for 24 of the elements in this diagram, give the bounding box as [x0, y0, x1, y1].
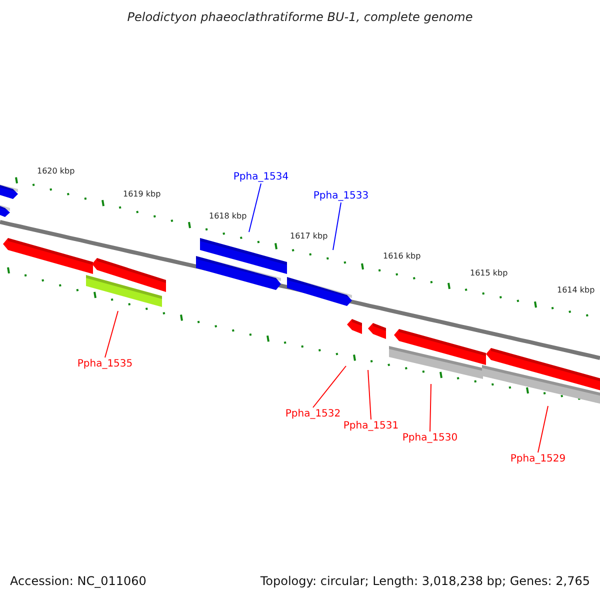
- scale-label: 1620 kbp: [37, 166, 75, 176]
- scale-label: 1616 kbp: [383, 252, 421, 260]
- scale-label: 1617 kbp: [290, 232, 328, 240]
- leader-line: [332, 202, 342, 250]
- scale-label: 1619 kbp: [123, 190, 161, 198]
- scale-label: 1614 kbp: [557, 286, 595, 294]
- gene-label: Ppha_1530: [402, 432, 458, 444]
- leader-line: [104, 310, 118, 358]
- gene-label: Ppha_1535: [77, 358, 133, 370]
- accession-text: Accession: NC_011060: [10, 574, 146, 588]
- leader-line: [248, 183, 262, 232]
- leader-line: [312, 366, 346, 408]
- scale-label: 1618 kbp: [209, 212, 247, 220]
- gene-label: Ppha_1529: [510, 454, 566, 464]
- gene-label: Ppha_1534: [233, 172, 289, 182]
- genome-info-text: Topology: circular; Length: 3,018,238 bp; Genes: 2,765: [260, 574, 590, 588]
- title: Pelodictyon phaeoclathratiforme BU-1, complete genome: [126, 10, 474, 24]
- gene-label: Ppha_1533: [313, 190, 369, 202]
- gene-label: Ppha_1532: [285, 408, 341, 420]
- leader-line: [368, 370, 372, 420]
- gene-label: Ppha_1531: [343, 420, 399, 432]
- leader-line: [538, 406, 548, 453]
- leader-line: [430, 384, 432, 432]
- scale-label: 1615 kbp: [470, 268, 508, 278]
